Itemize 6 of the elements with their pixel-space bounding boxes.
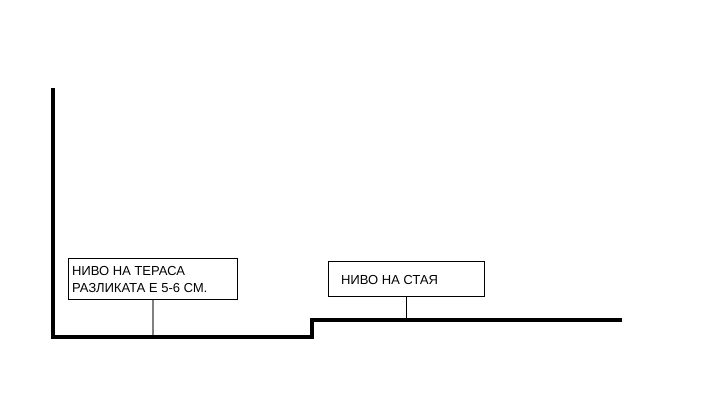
label-text: НИВО НА СТАЯ xyxy=(341,271,439,288)
leader-line xyxy=(152,300,154,336)
label-box xyxy=(328,261,485,297)
label-text: НИВО НА ТЕРАСА xyxy=(72,262,186,279)
leader-line xyxy=(406,296,407,318)
label-text: РАЗЛИКАТА Е 5-6 СМ. xyxy=(72,279,208,296)
